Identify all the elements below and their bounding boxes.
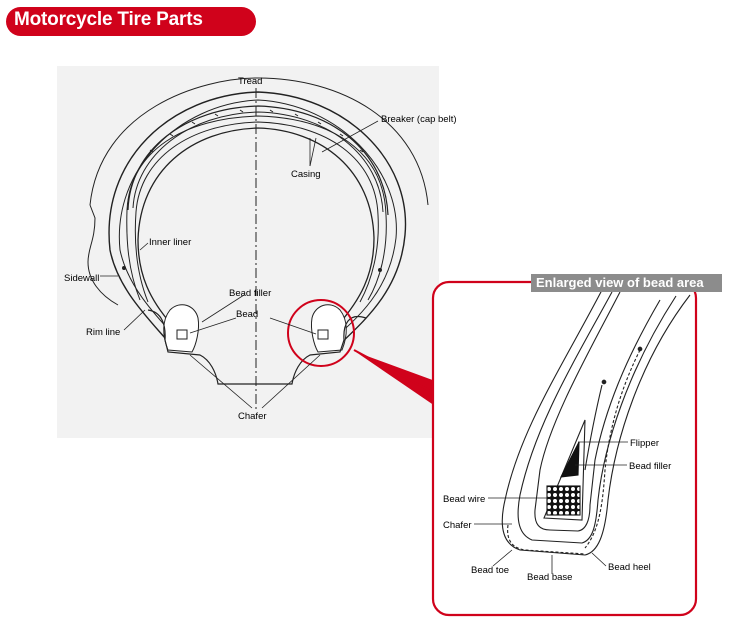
- enlarged-bead-drawing: [501, 289, 691, 556]
- left-bead-region: [163, 304, 199, 353]
- bead-wire-block: [546, 485, 581, 516]
- page-title: Motorcycle Tire Parts: [14, 9, 203, 30]
- label-sidewall: Sidewall: [64, 273, 99, 284]
- tire-cross-section: [87, 77, 429, 410]
- label-bead-toe: Bead toe: [471, 565, 509, 576]
- label-enlarged-bead-filler: Bead filler: [629, 461, 671, 472]
- label-chafer: Chafer: [238, 411, 267, 422]
- label-bead-wire: Bead wire: [443, 494, 485, 505]
- bead-filler-triangle: [560, 441, 580, 478]
- label-bead-base: Bead base: [527, 572, 572, 583]
- inner-liner: [137, 127, 375, 326]
- bead-area-highlight: [287, 299, 355, 367]
- leader-lines: [100, 120, 379, 409]
- callout-pointer: [356, 352, 438, 408]
- label-enlarged-chafer: Chafer: [443, 520, 472, 531]
- label-casing: Casing: [291, 169, 321, 180]
- right-bead-wire: [317, 329, 329, 340]
- label-tread: Tread: [238, 76, 262, 87]
- right-bead-region: [311, 304, 347, 353]
- enlarged-view-tab: [531, 274, 722, 292]
- enlarged-view-title: Enlarged view of bead area: [536, 275, 704, 290]
- enlarged-leader-lines: [474, 441, 628, 574]
- rim-profile: [147, 309, 367, 385]
- tire-outer-contour: [108, 91, 407, 347]
- label-bead-heel: Bead heel: [608, 562, 651, 573]
- left-bead-wire: [176, 329, 188, 340]
- label-rim-line: Rim line: [86, 327, 120, 338]
- label-bead-filler: Bead filler: [229, 288, 271, 299]
- label-flipper: Flipper: [630, 438, 659, 449]
- label-breaker: Breaker (cap belt): [381, 114, 457, 125]
- tread-outline: [89, 77, 429, 206]
- breaker-band: [127, 105, 389, 216]
- title-banner: [6, 7, 256, 36]
- label-inner-liner: Inner liner: [149, 237, 191, 248]
- label-bead: Bead: [236, 309, 258, 320]
